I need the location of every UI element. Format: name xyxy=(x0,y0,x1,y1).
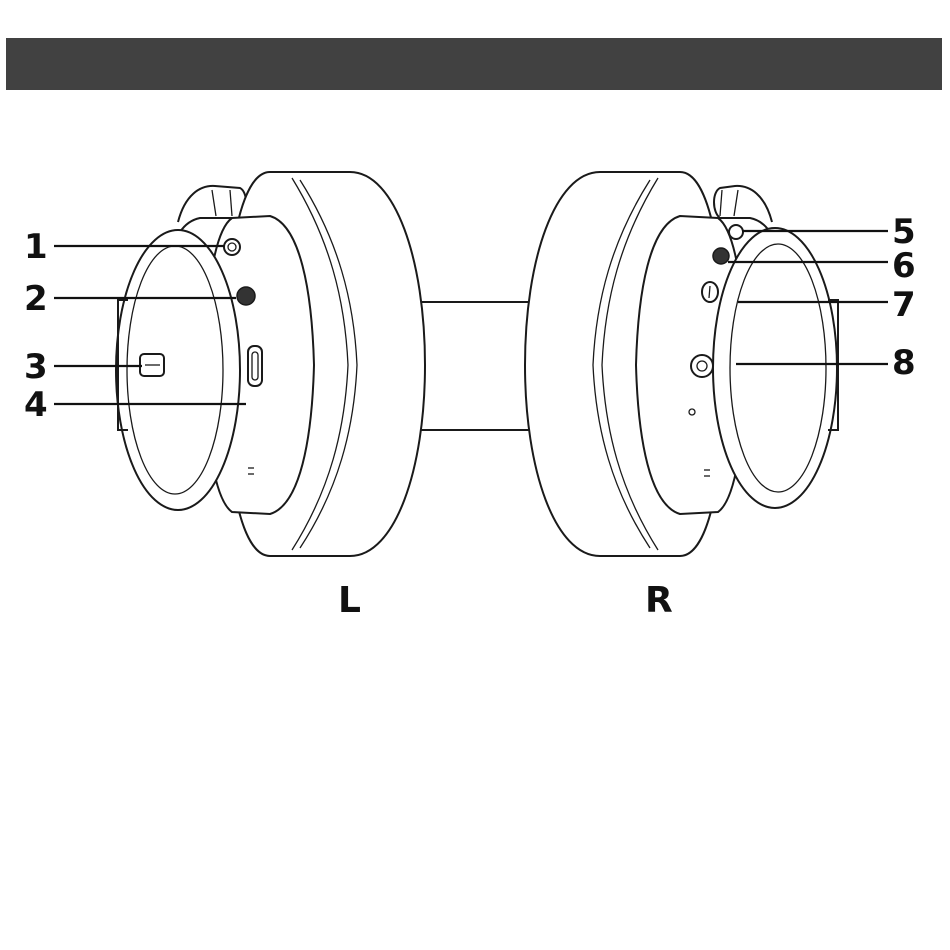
callout-4: 4 xyxy=(24,385,48,425)
callout-6: 6 xyxy=(892,246,916,286)
right-button-5-icon xyxy=(729,225,743,239)
callout-2: 2 xyxy=(24,279,48,319)
audio-jack-icon xyxy=(691,355,713,377)
callouts-right: 5 6 7 8 xyxy=(892,212,916,383)
callout-8: 8 xyxy=(892,343,916,383)
right-button-6-icon xyxy=(713,248,729,264)
side-label-left: L xyxy=(338,580,361,621)
side-label-right: R xyxy=(645,580,673,621)
callout-1: 1 xyxy=(24,227,48,267)
callout-3: 3 xyxy=(24,347,48,387)
left-earcup xyxy=(116,172,425,556)
left-button-2-icon xyxy=(237,287,255,305)
callouts-left: 1 2 3 4 xyxy=(24,227,48,425)
callout-7: 7 xyxy=(892,285,916,325)
headband xyxy=(420,302,540,430)
left-button-1-icon xyxy=(224,239,240,255)
